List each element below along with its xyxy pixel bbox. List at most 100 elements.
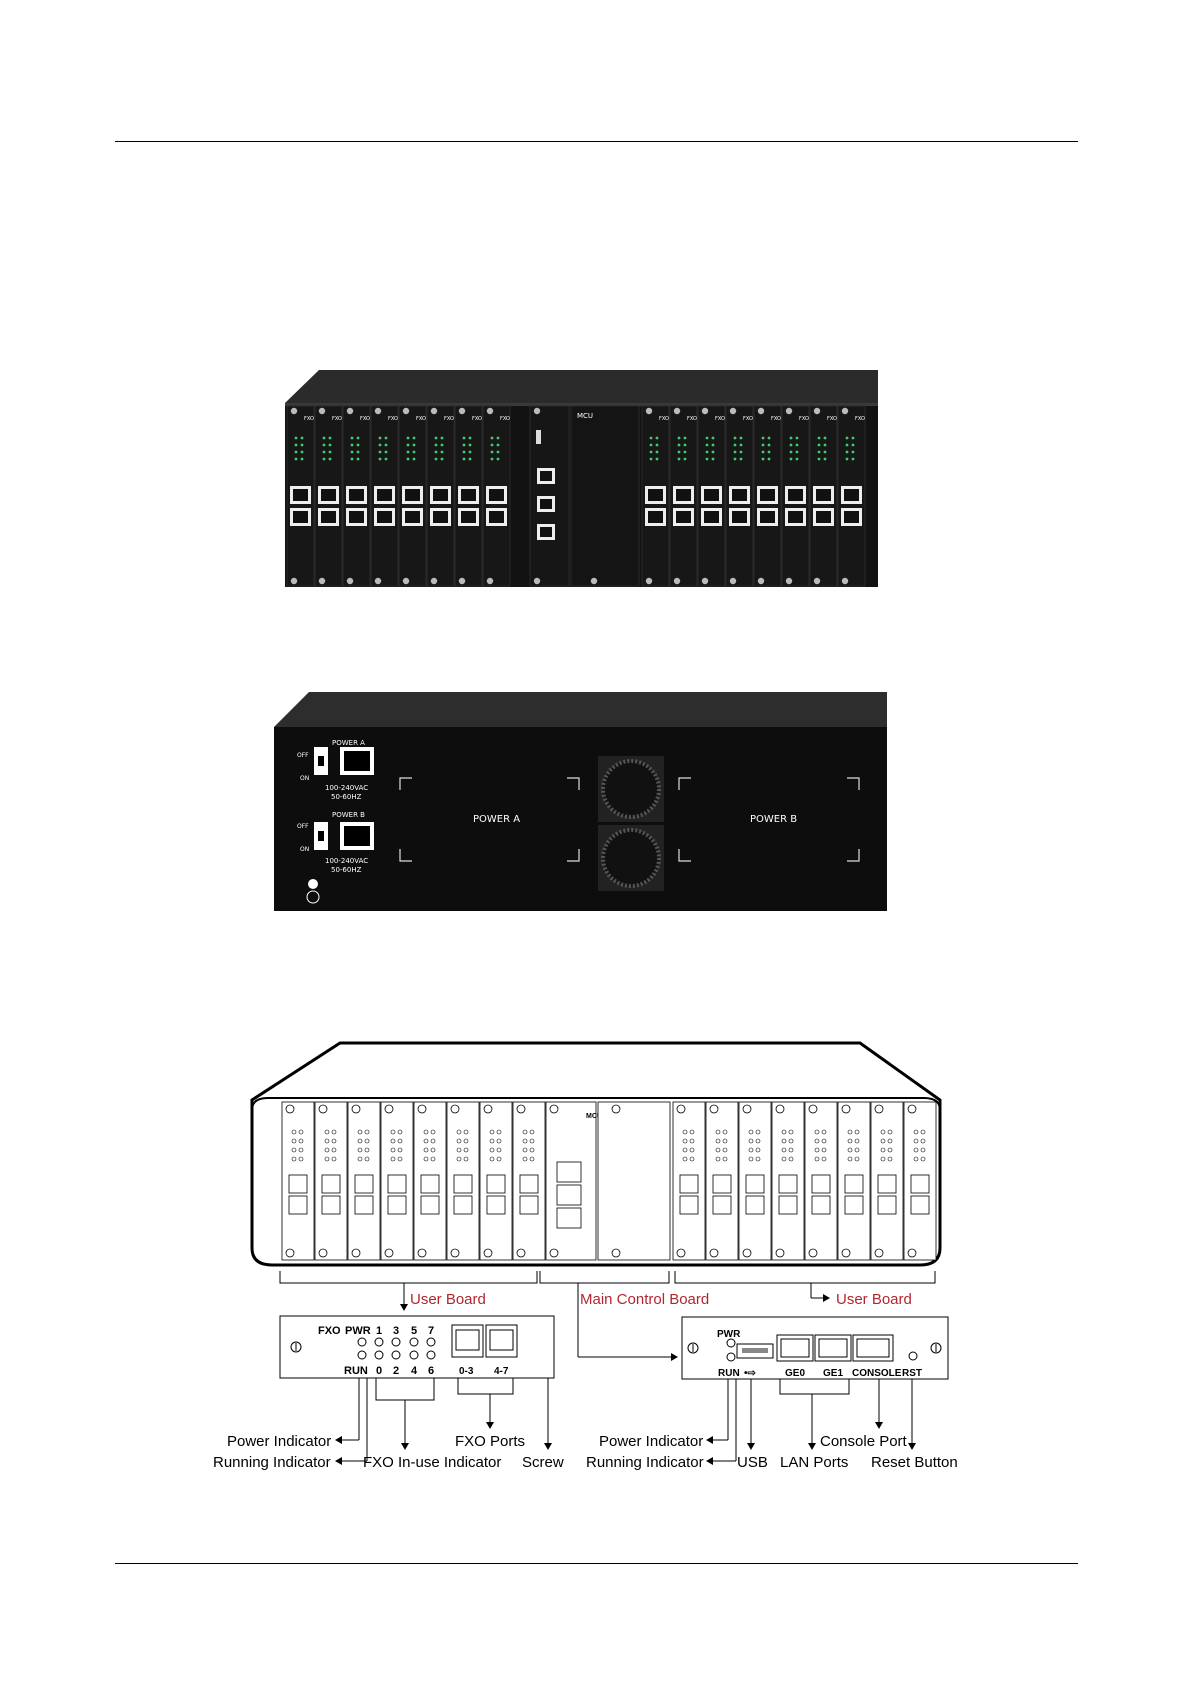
group-main-control-board: Main Control Board: [580, 1291, 709, 1308]
fxo-led: [391, 1350, 401, 1360]
diagram-user-board-left-6: [479, 1101, 513, 1261]
callout-screw: Screw: [522, 1454, 564, 1471]
rear-off-a: OFF: [297, 752, 309, 759]
callout-console-port: Console Port: [820, 1433, 908, 1450]
fxo-top-number: 3: [393, 1325, 399, 1337]
photo-fxo-slot-left-2: FXO: [342, 405, 371, 587]
fxo-bottom-number: 0: [376, 1365, 382, 1377]
rear-on-b: ON: [300, 846, 309, 853]
diagram-user-board-right-4: [804, 1101, 838, 1261]
photo-slot-label: FXO: [827, 416, 837, 422]
fxo-led: [409, 1350, 419, 1360]
fxo-led: [374, 1350, 384, 1360]
fxo-port-label-0-3: 0-3: [459, 1366, 474, 1377]
callout-fxo-ports: FXO Ports: [455, 1433, 525, 1450]
photo-fxo-slot-left-4: FXO: [398, 405, 427, 587]
photo-fxo-slot-right-4: FXO: [753, 405, 782, 587]
photo-slot-label: FXO: [771, 416, 781, 422]
rst-button-icon: [908, 1351, 918, 1361]
mcu-screw-right-icon: [930, 1342, 942, 1354]
photo-fxo-slot-left-1: FXO: [314, 405, 343, 587]
mcu-board-run: RUN: [718, 1368, 740, 1379]
photo-slot-label: FXO: [360, 416, 370, 422]
fxo-port-4-7: [485, 1324, 518, 1358]
rear-rating-b: 100-240VAC: [325, 857, 368, 865]
photo-fxo-slot-left-7: FXO: [482, 405, 511, 587]
fxo-led: [357, 1337, 367, 1347]
fxo-board-run: RUN: [344, 1365, 368, 1377]
diagram-user-board-right-3: [771, 1101, 805, 1261]
photo-slot-label: FXO: [304, 416, 314, 422]
diagram-user-board-right-6: [870, 1101, 904, 1261]
fxo-screw-icon: [290, 1341, 302, 1353]
diagram-user-board-left-3: [380, 1101, 414, 1261]
photo-fxo-slot-right-3: FXO: [725, 405, 754, 587]
ground-screw-icon: [308, 879, 318, 889]
fxo-led: [409, 1337, 419, 1347]
diagram-blank-slot: [597, 1101, 671, 1261]
photo-slot-label: FXO: [472, 416, 482, 422]
rear-module-b: POWER B: [750, 814, 797, 825]
photo-blank-slot: [570, 405, 640, 587]
mcu-board-pwr: PWR: [717, 1329, 741, 1340]
photo-slot-label: FXO: [687, 416, 697, 422]
rear-rating-a: 100-240VAC: [325, 784, 368, 792]
ge1-port: [814, 1334, 852, 1362]
usb-symbol-icon: •⇨: [744, 1368, 757, 1379]
fxo-led: [391, 1337, 401, 1347]
fxo-top-number: 1: [376, 1325, 382, 1337]
diagram-user-board-left-7: [512, 1101, 546, 1261]
rear-power-a-text: POWER A: [332, 739, 365, 747]
callout-running-indicator-left: Running Indicator: [213, 1454, 331, 1471]
fxo-board-pwr: PWR: [345, 1325, 371, 1337]
console-port: [852, 1334, 894, 1362]
fxo-bottom-number: 2: [393, 1365, 399, 1377]
diagram-user-board-left-1: [314, 1101, 348, 1261]
photo-fxo-slot-right-2: FXO: [697, 405, 726, 587]
photo-slot-label: FXO: [855, 416, 865, 422]
fan-top-icon: [598, 756, 664, 822]
photo-slot-label: FXO: [799, 416, 809, 422]
rear-off-b: OFF: [297, 823, 309, 830]
fxo-port-0-3: [451, 1324, 484, 1358]
header-rule: [115, 141, 1078, 142]
photo-fxo-slot-left-5: FXO: [426, 405, 455, 587]
diagram-user-board-left-2: [347, 1101, 381, 1261]
fxo-top-number: 7: [428, 1325, 434, 1337]
photo-slot-label: FXO: [743, 416, 753, 422]
photo-fxo-slot-right-0: FXO: [641, 405, 670, 587]
fan-bottom-icon: [598, 825, 664, 891]
diagram-user-board-right-0: [672, 1101, 706, 1261]
rear-panel-photo: POWER A OFF ON 100-240VAC 50-60HZ POWER …: [274, 692, 887, 911]
mcu-run-led: [726, 1352, 736, 1362]
rear-on-a: ON: [300, 775, 309, 782]
mcu-board-console: CONSOLE: [852, 1368, 902, 1379]
photo-slot-label: FXO: [659, 416, 669, 422]
photo-slot-label: FXO: [332, 416, 342, 422]
photo-slot-label: FXO: [500, 416, 510, 422]
diagram-mcu-label: MCU: [586, 1113, 602, 1120]
diagram-user-board-left-0: [281, 1101, 315, 1261]
photo-fxo-slot-right-7: FXO: [837, 405, 866, 587]
fxo-led: [357, 1350, 367, 1360]
diagram-user-board-left-4: [413, 1101, 447, 1261]
footer-rule: [115, 1563, 1078, 1564]
callout-power-indicator-left: Power Indicator: [227, 1433, 331, 1450]
photo-fxo-slot-left-6: FXO: [454, 405, 483, 587]
group-user-board-right: User Board: [836, 1291, 912, 1308]
photo-slot-label: FXO: [715, 416, 725, 422]
callout-fxo-in-use: FXO In-use Indicator: [363, 1454, 501, 1471]
photo-fxo-slot-right-5: FXO: [781, 405, 810, 587]
mcu-board-ge0: GE0: [785, 1368, 805, 1379]
fxo-top-number: 5: [411, 1325, 417, 1337]
ge0-port: [776, 1334, 814, 1362]
photo-slot-label: FXO: [388, 416, 398, 422]
photo-slot-label: FXO: [416, 416, 426, 422]
photo-fxo-slot-right-1: FXO: [669, 405, 698, 587]
mcu-screw-icon: [687, 1342, 699, 1354]
diagram-user-board-right-5: [837, 1101, 871, 1261]
mcu-pwr-led: [726, 1338, 736, 1348]
mcu-photo-label: MCU: [577, 412, 593, 420]
